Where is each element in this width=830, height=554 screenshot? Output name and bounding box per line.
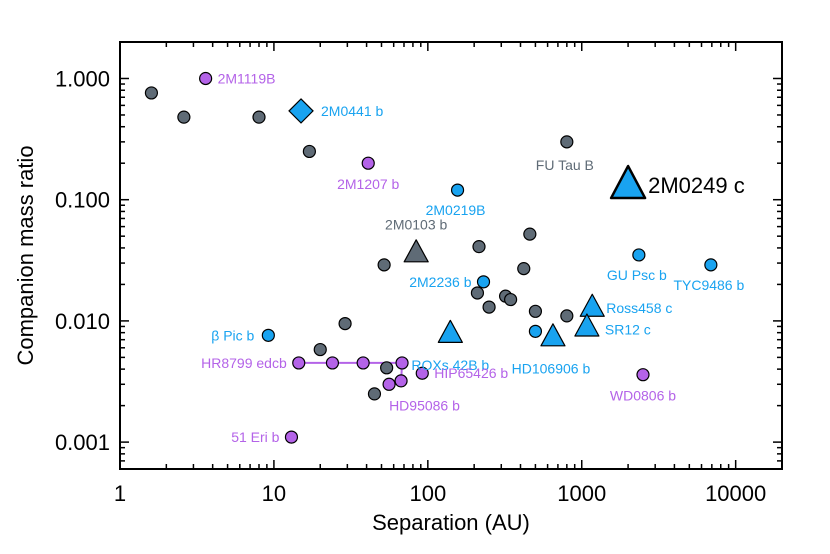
gray-circle-marker: [144, 86, 159, 100]
points-layer: [144, 71, 718, 444]
gray-circle-marker: [504, 292, 518, 307]
gray-circle-marker: [470, 286, 485, 300]
axes-layer: 1 10 100 1000 10000 0.001 0.010 0.100 1.000: [55, 41, 783, 506]
2m0219b-circle-marker: [450, 183, 465, 197]
y-tick-label: 0.010: [55, 309, 110, 334]
2m0103-b-triangle-marker: [403, 239, 429, 263]
x-tick-label: 1: [114, 481, 126, 506]
2m2236-b-circle-marker: [476, 275, 491, 289]
hd106906-b-triangle-marker: [540, 323, 566, 347]
gray-circle-marker: [177, 110, 191, 124]
wd0806-b-label: WD0806 b: [610, 388, 676, 404]
plot-frame: [119, 41, 783, 470]
fu-tau-b-circle-marker: [560, 135, 574, 149]
gu-psc-b-label: GU Psc b: [607, 267, 667, 283]
gray-circle-marker: [367, 387, 382, 401]
ross458-c-label: Ross458 c: [606, 300, 672, 316]
hip65426-b-label: HIP65426 b: [434, 365, 508, 381]
gray-circle-marker: [528, 304, 543, 318]
blue-circle-marker: [528, 324, 543, 338]
y-tick-label: 0.001: [55, 430, 110, 455]
hr8799-edcb-circle-marker: [292, 356, 306, 370]
2m0249-c-triangle-marker: [609, 164, 647, 200]
gray-circle-marker: [252, 110, 266, 124]
hd95086-b-label: HD95086 b: [389, 397, 460, 413]
fu-tau-b-label: FU Tau B: [536, 157, 594, 173]
gray-circle-marker: [313, 342, 327, 357]
gray-circle-marker: [380, 361, 394, 375]
2m0249-c-label: 2M0249 c: [648, 173, 745, 198]
gray-circle-marker: [482, 300, 496, 314]
51-eri-b-label: 51 Eri b: [231, 429, 279, 445]
gray-circle-marker: [523, 227, 537, 241]
hd106906-b-label: HD106906 b: [512, 360, 591, 376]
wd0806-b-circle-marker: [636, 368, 650, 382]
y-tick-label: 0.100: [55, 188, 110, 213]
purple-circle-marker: [356, 356, 370, 370]
x-axis-label: Separation (AU): [372, 510, 530, 535]
pic-b-label: β Pic b: [211, 327, 254, 343]
sr12-c-label: SR12 c: [605, 322, 651, 338]
hd95086-b-circle-marker: [382, 377, 396, 391]
x-tick-label: 100: [409, 481, 446, 506]
gray-circle-marker: [472, 240, 486, 254]
2m1207-b-label: 2M1207 b: [337, 176, 399, 192]
roxs-42b-b-triangle-marker: [437, 319, 463, 343]
2m1207-b-circle-marker: [361, 156, 375, 170]
gray-circle-marker: [560, 309, 574, 323]
gray-circle-marker: [302, 144, 316, 159]
y-tick-label: 1.000: [55, 66, 110, 91]
roxs-42b-b-label: ROXs 42B b: [411, 357, 489, 373]
hip65426-b-circle-marker: [415, 366, 429, 380]
purple-circle-marker: [325, 356, 340, 370]
x-tick-label: 10: [262, 481, 286, 506]
2m0219b-label: 2M0219B: [426, 202, 486, 218]
hr8799-edcb-label: HR8799 edcb: [201, 355, 287, 371]
sr12-c-triangle-marker: [574, 313, 600, 337]
gu-psc-b-circle-marker: [632, 248, 646, 262]
pic-b-circle-marker: [261, 328, 275, 342]
x-tick-label: 1000: [557, 481, 606, 506]
tyc9486-b-circle-marker: [704, 258, 718, 272]
51-eri-b-circle-marker: [284, 430, 299, 444]
tyc9486-b-label: TYC9486 b: [673, 277, 744, 293]
y-axis-label: Companion mass ratio: [13, 145, 38, 365]
2m1119b-label: 2M1119B: [218, 70, 276, 86]
2m0441-b-label: 2M0441 b: [321, 103, 383, 119]
2m0103-b-label: 2M0103 b: [385, 216, 447, 232]
2m2236-b-label: 2M2236 b: [409, 274, 471, 290]
gray-circle-marker: [377, 258, 391, 272]
ross458-c-triangle-marker: [579, 293, 605, 317]
point-labels-layer: FU Tau B 2M0103 b β Pic b 2M0219B 2M2236 b GU…: [201, 70, 745, 445]
gray-circle-marker: [517, 262, 531, 276]
purple-circle-marker: [394, 374, 408, 388]
purple-circle-marker: [395, 356, 409, 370]
2m0441-b-diamond-marker: [288, 98, 314, 124]
x-tick-label: 10000: [705, 481, 766, 506]
2m1119b-circle-marker: [199, 71, 213, 86]
gray-circle-marker: [338, 317, 352, 331]
